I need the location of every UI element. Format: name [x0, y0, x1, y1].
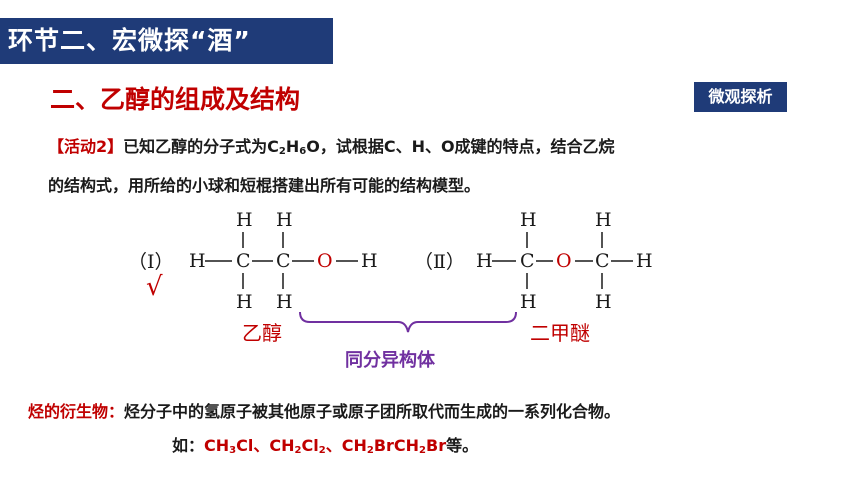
derivative-text: 烃分子中的氢原子被其他原子或原子团所取代而生成的一系列化合物。 [124, 402, 621, 421]
atom-h: H [476, 250, 493, 272]
atom-c: C [520, 250, 535, 272]
atom-c: C [236, 250, 251, 272]
example-ch3cl: CH3Cl、CH2Cl2、CH2BrCH2Br [204, 436, 447, 456]
atom-h: H [520, 291, 537, 313]
activity-text-1: 已知乙醇的分子式为C [123, 137, 279, 156]
name-ethanol: 乙醇 [242, 321, 282, 345]
isomer-label: 同分异构体 [345, 349, 436, 371]
derivative-label: 烃的衍生物： [28, 402, 125, 421]
activity-text-4: 的结构式，用所给的小球和短棍搭建出所有可能的结构模型。 [48, 176, 481, 195]
name-dimethyl-ether: 二甲醚 [530, 321, 590, 345]
structural-formulas: （Ⅰ） H H H C C O H H H √ （Ⅱ） H H H C O C … [128, 209, 653, 371]
activity-text-2: H [285, 137, 300, 156]
atom-h: H [236, 291, 253, 313]
label-structure-2: （Ⅱ） [414, 251, 465, 273]
atom-h: H [361, 250, 378, 272]
examples-suffix: 等。 [446, 436, 479, 455]
subscript-c: 2 [278, 146, 286, 157]
atom-h: H [595, 291, 612, 313]
activity-tag: 【活动2】 [48, 137, 124, 156]
atom-o: O [317, 250, 333, 272]
atom-o: O [556, 250, 572, 272]
atom-h: H [636, 250, 653, 272]
page-title: 二、乙醇的组成及结构 [50, 85, 301, 114]
atom-c: C [276, 250, 291, 272]
atom-h: H [236, 209, 253, 231]
atom-h: H [276, 291, 293, 313]
subscript-h: 6 [299, 146, 307, 157]
activity-text: 【活动2】已知乙醇的分子式为C2H6O，试根据C、H、O成键的特点，结合乙烷 的… [48, 130, 838, 203]
atom-c: C [595, 250, 610, 272]
atom-h: H [520, 209, 537, 231]
label-structure-1: （Ⅰ） [128, 251, 174, 273]
check-mark: √ [146, 272, 163, 302]
atom-h: H [189, 250, 206, 272]
atom-h: H [276, 209, 293, 231]
badge-micro-analysis: 微观探析 [694, 82, 787, 112]
atom-h: H [595, 209, 612, 231]
examples-prefix: 如： [172, 436, 205, 455]
derivative-definition: 烃的衍生物：烃分子中的氢原子被其他原子或原子团所取代而生成的一系列化合物。 [28, 398, 620, 422]
isomer-brace [299, 311, 517, 333]
section-banner: 环节二、宏微探“酒” [0, 18, 333, 64]
examples-line: 如：CH3Cl、CH2Cl2、CH2BrCH2Br等。 [172, 432, 478, 456]
activity-text-3: O，试根据C、H、O成键的特点，结合乙烷 [306, 137, 615, 156]
